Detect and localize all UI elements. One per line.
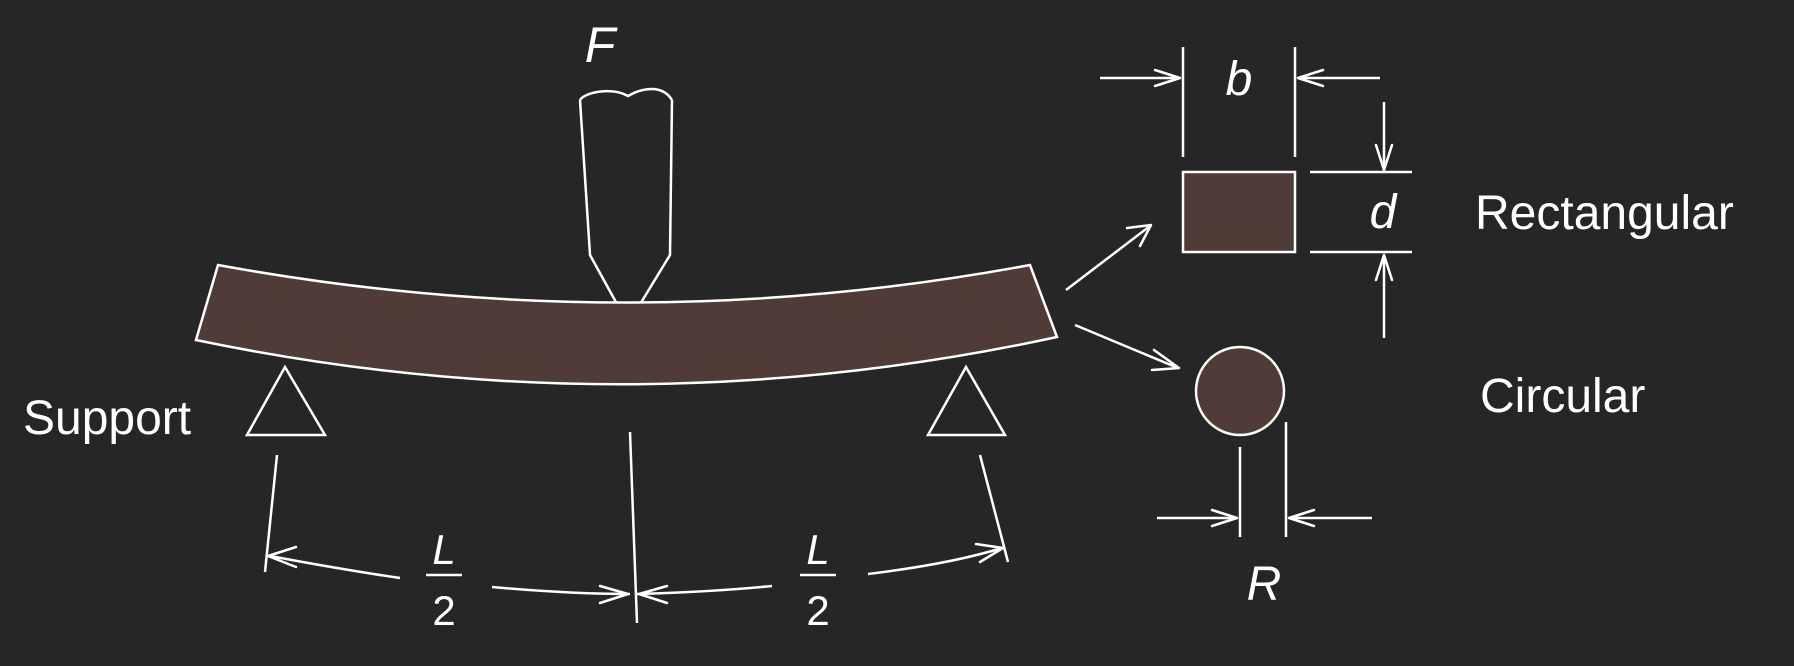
loading-pin [578,99,674,327]
depth-label: d [1370,186,1398,239]
left-fraction-denominator: 2 [432,587,455,634]
support-label: Support [23,392,191,445]
pointer-to-circle-head [1150,348,1181,372]
right-support-triangle [925,364,1008,437]
right-span-arrowhead [974,542,1005,564]
width-right-arrowhead [1296,68,1325,88]
left-half-span-arc-a [269,554,401,580]
beam [194,263,1059,386]
center-left-arrowhead [598,584,630,605]
left-half-span-arc-b [491,585,631,596]
depth-bottom-arrowhead [1374,253,1394,282]
right-extension-line [978,454,1010,563]
right-half-span-arc-a [636,584,773,596]
right-fraction-numerator: L [806,526,829,573]
circular-label: Circular [1480,370,1645,423]
rectangular-cross-section [1181,170,1297,254]
pointer-to-rectangle-head [1125,223,1153,248]
left-extension-line [263,454,279,573]
radius-label: R [1247,558,1282,611]
radius-left-arrowhead [1210,508,1239,528]
center-extension-line [628,431,639,624]
center-right-arrowhead [637,584,669,605]
width-label: b [1226,53,1253,106]
right-half-span-arc-b [867,546,1003,576]
left-support-triangle [244,364,328,437]
loading-pin-break [578,87,674,101]
left-span-arrowhead [266,545,298,569]
force-label: F [585,17,618,73]
radius-right-arrowhead [1287,508,1316,528]
circular-cross-section [1194,345,1286,437]
left-fraction-numerator: L [432,526,455,573]
right-fraction-denominator: 2 [806,587,829,634]
pointer-to-circle [1074,323,1179,370]
depth-top-arrowhead [1374,143,1394,172]
pointer-to-rectangle [1065,225,1151,291]
rectangular-label: Rectangular [1475,187,1734,240]
width-left-arrowhead [1153,68,1182,88]
